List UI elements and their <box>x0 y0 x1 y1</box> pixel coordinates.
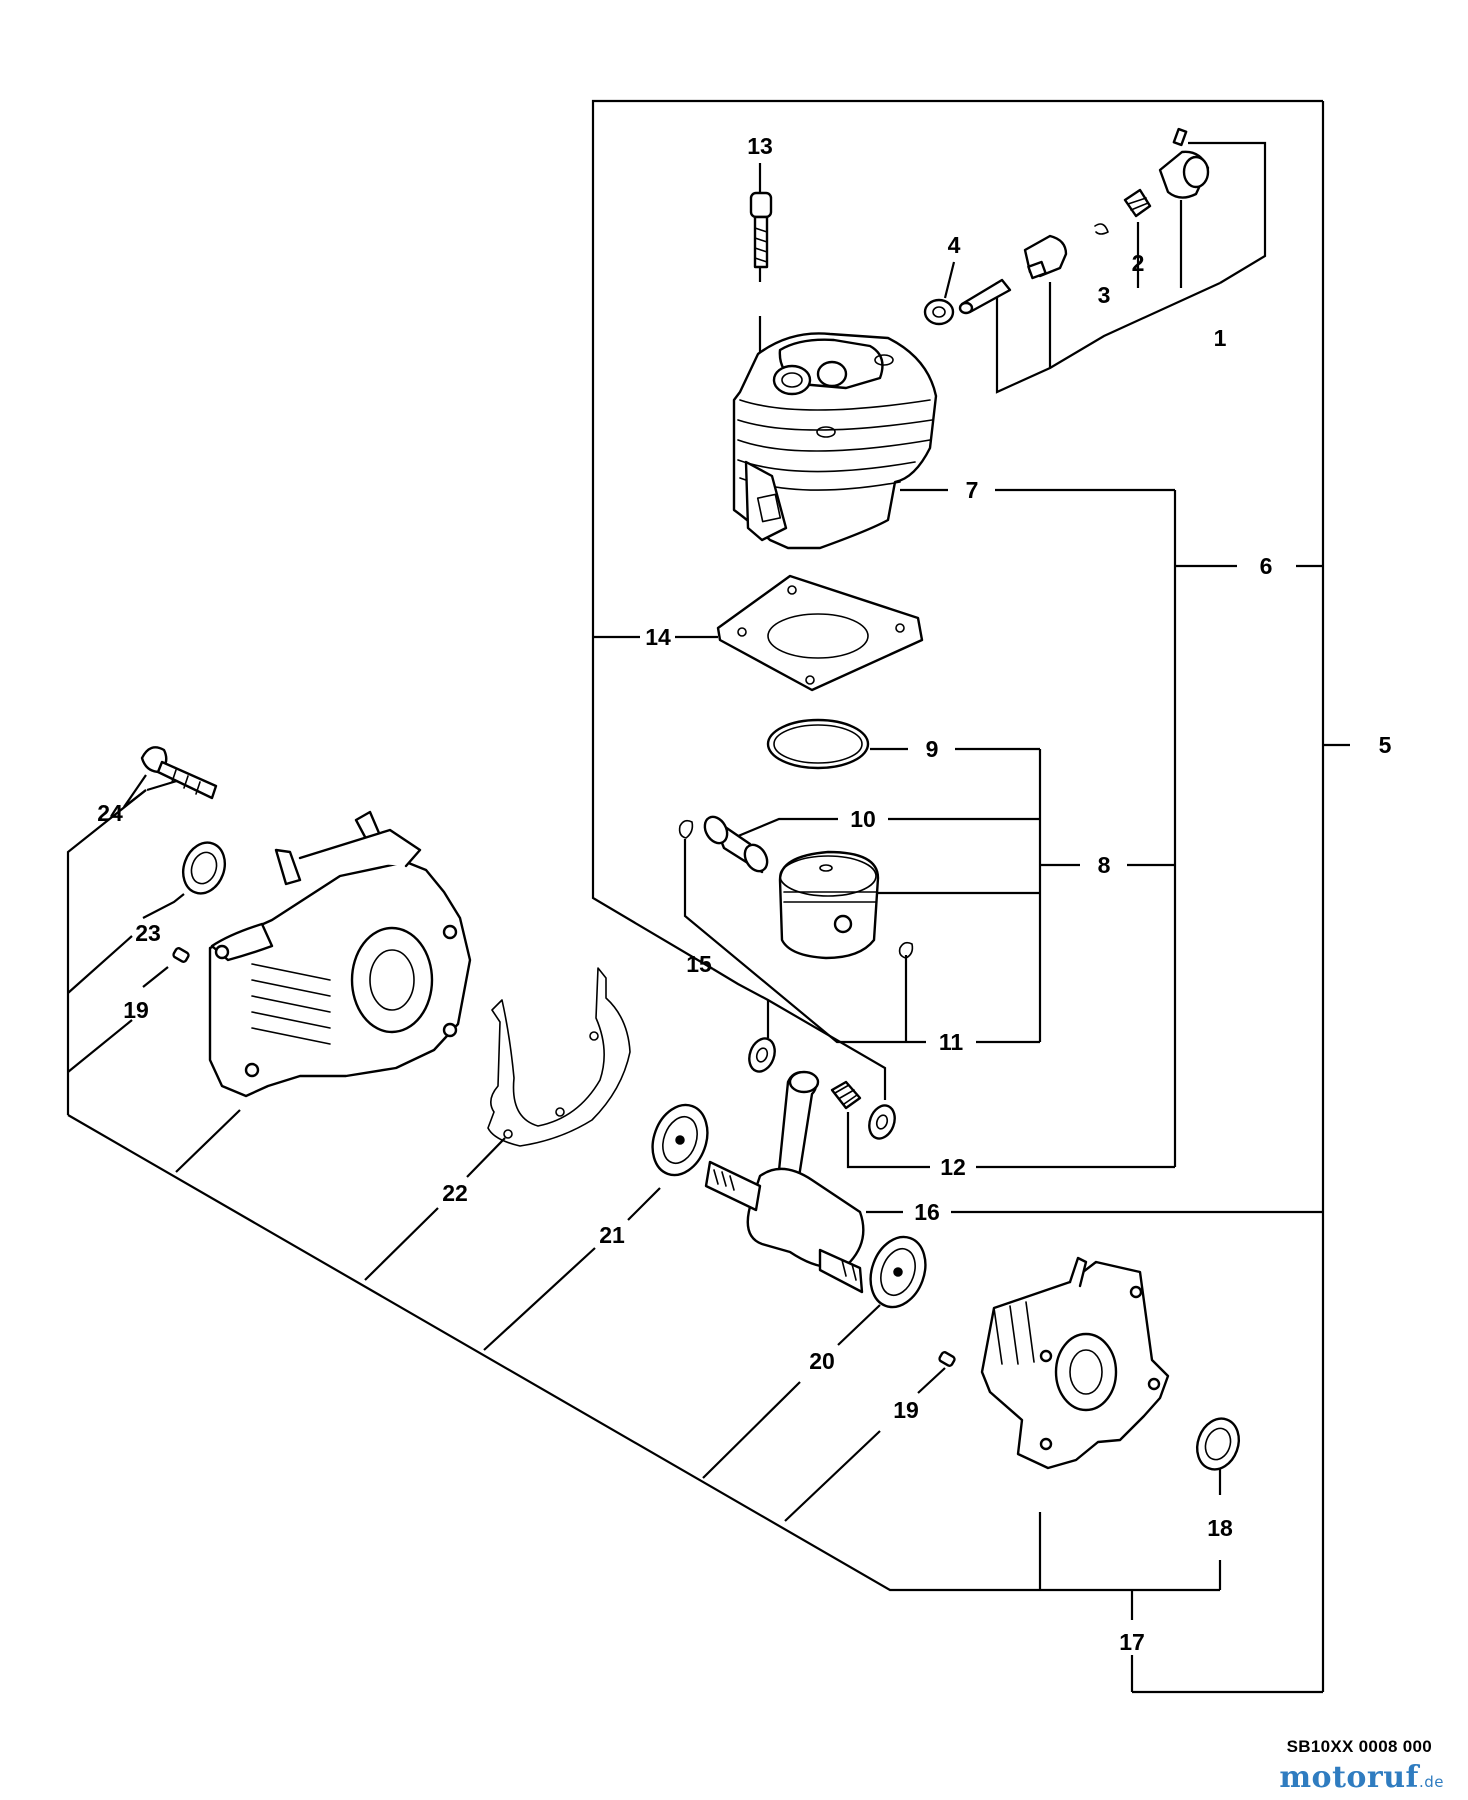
callout-21: 21 <box>599 1222 625 1248</box>
part-drawings <box>140 127 1240 1471</box>
callout-labels: 1 2 3 4 5 6 7 8 9 10 11 12 13 14 15 16 1… <box>97 133 1391 1655</box>
cylinder-gasket-part <box>716 574 924 692</box>
callout-6: 6 <box>1260 553 1273 579</box>
dowel-pin-right-part <box>938 1351 956 1367</box>
drawing-code: SB10XX 0008 000 <box>1286 1737 1432 1756</box>
circlip-part <box>678 819 914 959</box>
dowel-pin-left-part <box>172 947 190 963</box>
callout-3: 3 <box>1098 282 1111 308</box>
decompression-valve-part <box>923 127 1210 326</box>
watermark-tld: .de <box>1418 1773 1444 1791</box>
cylinder-part <box>732 332 938 550</box>
callout-11: 11 <box>939 1029 964 1055</box>
callout-13: 13 <box>747 133 773 159</box>
crankshaft-part <box>704 1070 865 1294</box>
piston-ring-part <box>766 718 870 770</box>
callout-22: 22 <box>442 1180 468 1206</box>
callout-14: 14 <box>645 624 671 650</box>
piston-part <box>778 850 880 960</box>
callout-16: 16 <box>914 1199 940 1225</box>
callout-8: 8 <box>1098 852 1111 878</box>
callout-4: 4 <box>948 232 961 258</box>
ball-bearing-left-part <box>651 1103 709 1177</box>
watermark-logo: motoruf.de <box>1279 1760 1444 1795</box>
crankcase-left-part <box>208 810 472 1098</box>
needle-bearing-part <box>830 1080 862 1110</box>
callout-7: 7 <box>966 477 979 503</box>
ball-bearing-right-part <box>869 1235 927 1309</box>
callout-2: 2 <box>1132 250 1145 276</box>
callout-15: 15 <box>686 951 712 977</box>
callout-19-left: 19 <box>123 997 149 1023</box>
watermark-brand: motoruf <box>1279 1760 1419 1795</box>
callout-5: 5 <box>1379 732 1392 758</box>
callout-20: 20 <box>809 1348 835 1374</box>
callout-17: 17 <box>1119 1629 1145 1655</box>
callout-12: 12 <box>940 1154 966 1180</box>
crankcase-bolt-part <box>140 746 218 800</box>
callout-10: 10 <box>850 806 876 832</box>
cylinder-bolt-part <box>749 191 773 269</box>
leader-lines <box>66 99 1350 1694</box>
callout-19-right: 19 <box>893 1397 919 1423</box>
crankcase-right-part <box>980 1256 1170 1470</box>
crankcase-gasket-part <box>487 967 631 1147</box>
oil-seal-right-part <box>1196 1417 1240 1471</box>
callout-9: 9 <box>926 736 939 762</box>
piston-pin-part <box>703 815 769 874</box>
thrust-washer-part <box>748 1037 896 1140</box>
callout-18: 18 <box>1207 1515 1233 1541</box>
callout-1: 1 <box>1214 325 1227 351</box>
callout-23: 23 <box>135 920 161 946</box>
oil-seal-left-part <box>182 841 226 895</box>
callout-24: 24 <box>97 800 123 826</box>
